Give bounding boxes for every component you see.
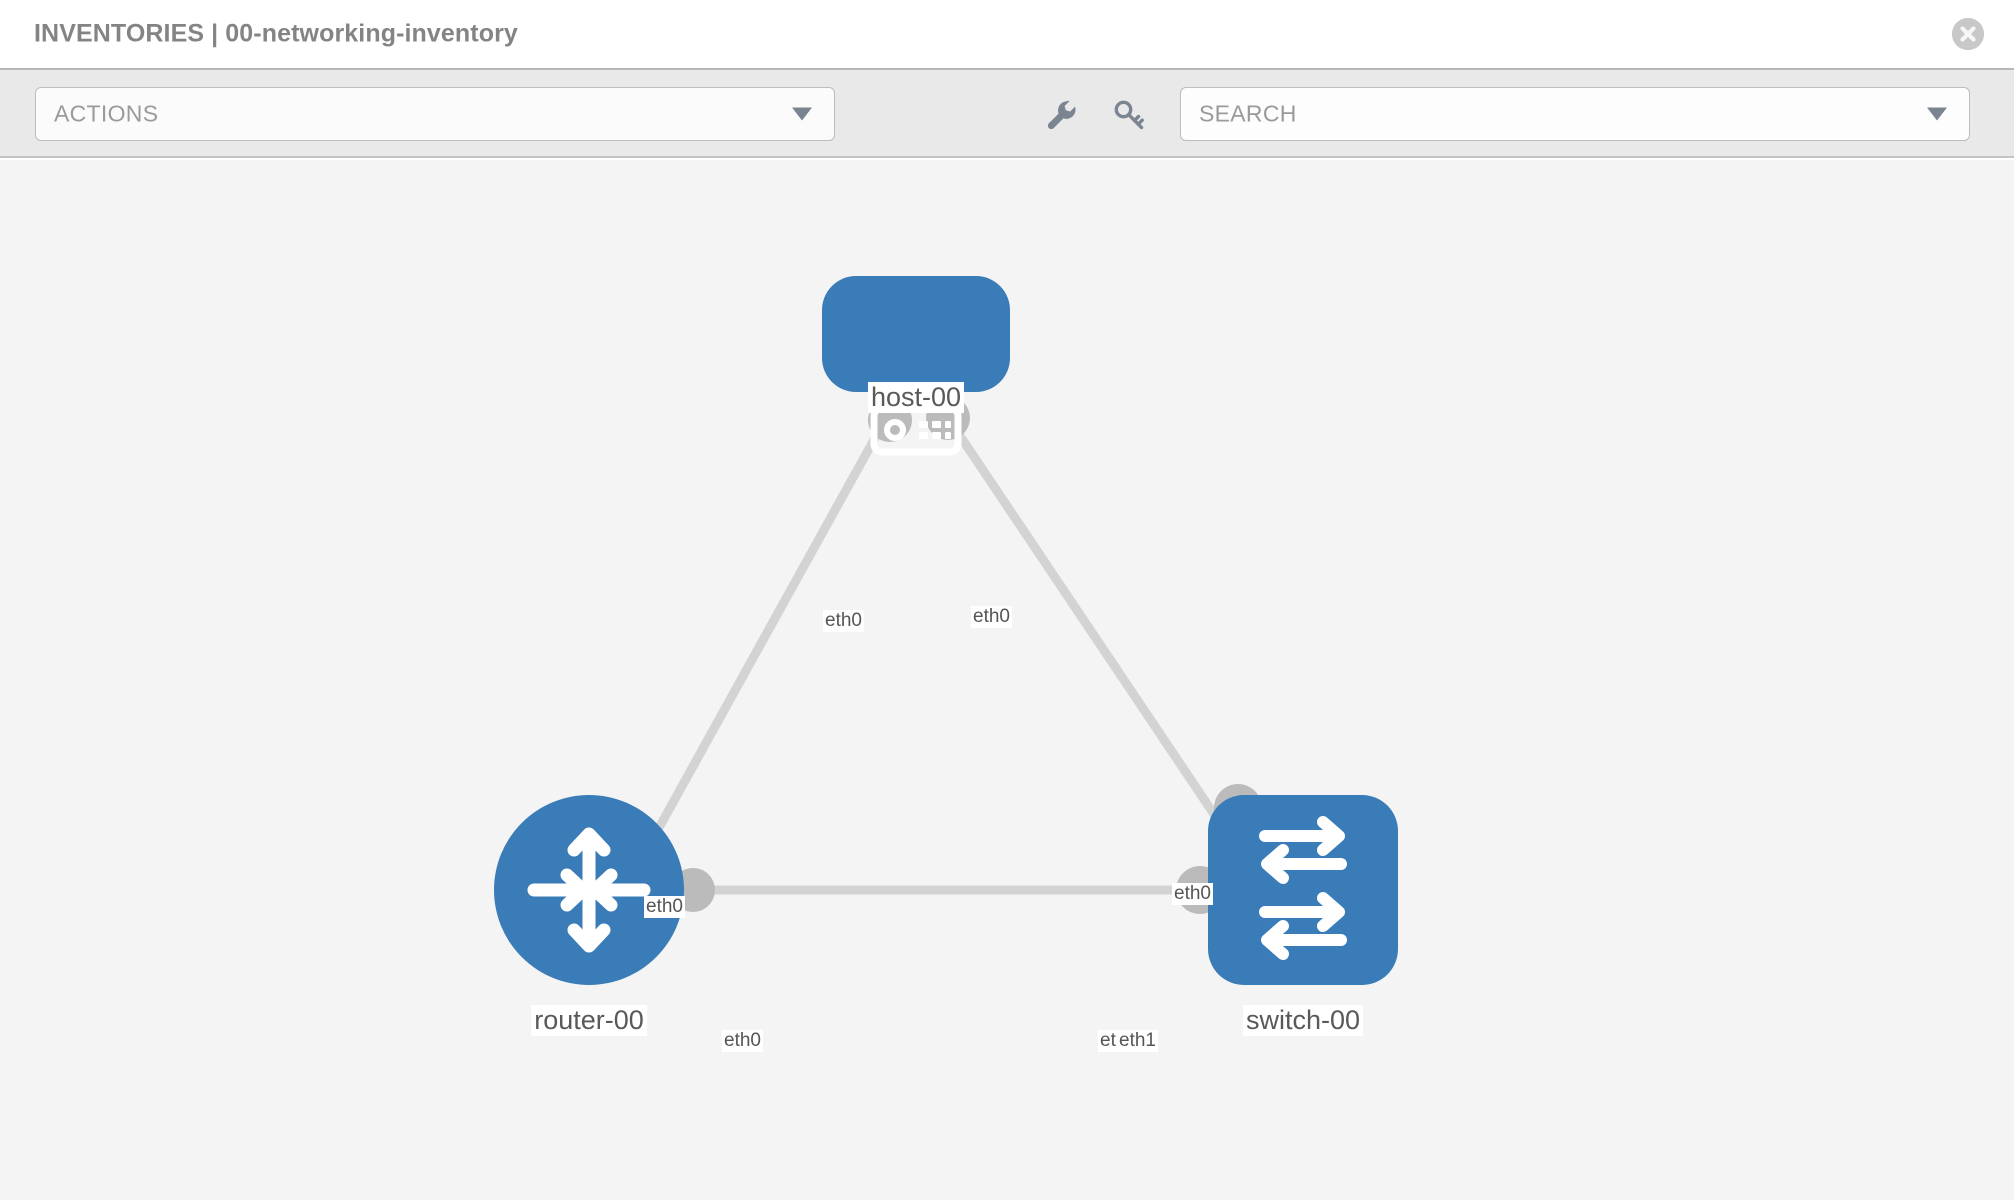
topology-graph [494,276,1398,985]
page-header: INVENTORIES | 00-networking-inventory [0,0,2014,70]
edge-label-host00-eth0-right[interactable]: eth0 [971,606,1012,628]
topology-canvas[interactable]: host-00 router-00 switch-00 eth0 eth0 et… [0,160,2014,1200]
switch-arrows-icon [1259,816,1347,960]
edge-host00-switch00 [944,415,1242,853]
search-input[interactable]: SEARCH [1180,87,1970,141]
edge-host00-router00 [641,415,890,856]
node-label-switch-00[interactable]: switch-00 [1242,1005,1364,1036]
edge-label-router00-eth0[interactable]: eth0 [722,1030,763,1052]
node-switch-00 [1208,795,1398,985]
actions-dropdown[interactable]: ACTIONS [35,87,835,141]
graph-edges [641,415,1242,895]
node-label-host-00[interactable]: host-00 [867,382,965,413]
chevron-down-icon [792,107,812,121]
router-arrows-icon [527,827,651,953]
wrench-icon[interactable] [1042,96,1080,134]
toolbar: ACTIONS SEARCH [0,70,2014,158]
edge-label-host00-eth0-left[interactable]: eth0 [823,610,864,632]
close-icon[interactable] [1952,18,1984,50]
node-host-00 [822,276,1010,456]
chevron-down-icon[interactable] [1927,107,1947,121]
key-icon[interactable] [1110,96,1148,134]
node-label-router-00[interactable]: router-00 [531,1005,647,1036]
edge-label-switch00-eth1[interactable]: eth1 [1117,1030,1158,1052]
search-placeholder: SEARCH [1199,100,1297,127]
actions-dropdown-label: ACTIONS [54,100,159,127]
node-router-00 [494,795,684,985]
edge-label-switch00-eth0-upper[interactable]: eth0 [1172,883,1213,905]
edge-label-router00-eth0-upper[interactable]: eth0 [644,896,685,918]
page-title: INVENTORIES | 00-networking-inventory [34,19,518,48]
